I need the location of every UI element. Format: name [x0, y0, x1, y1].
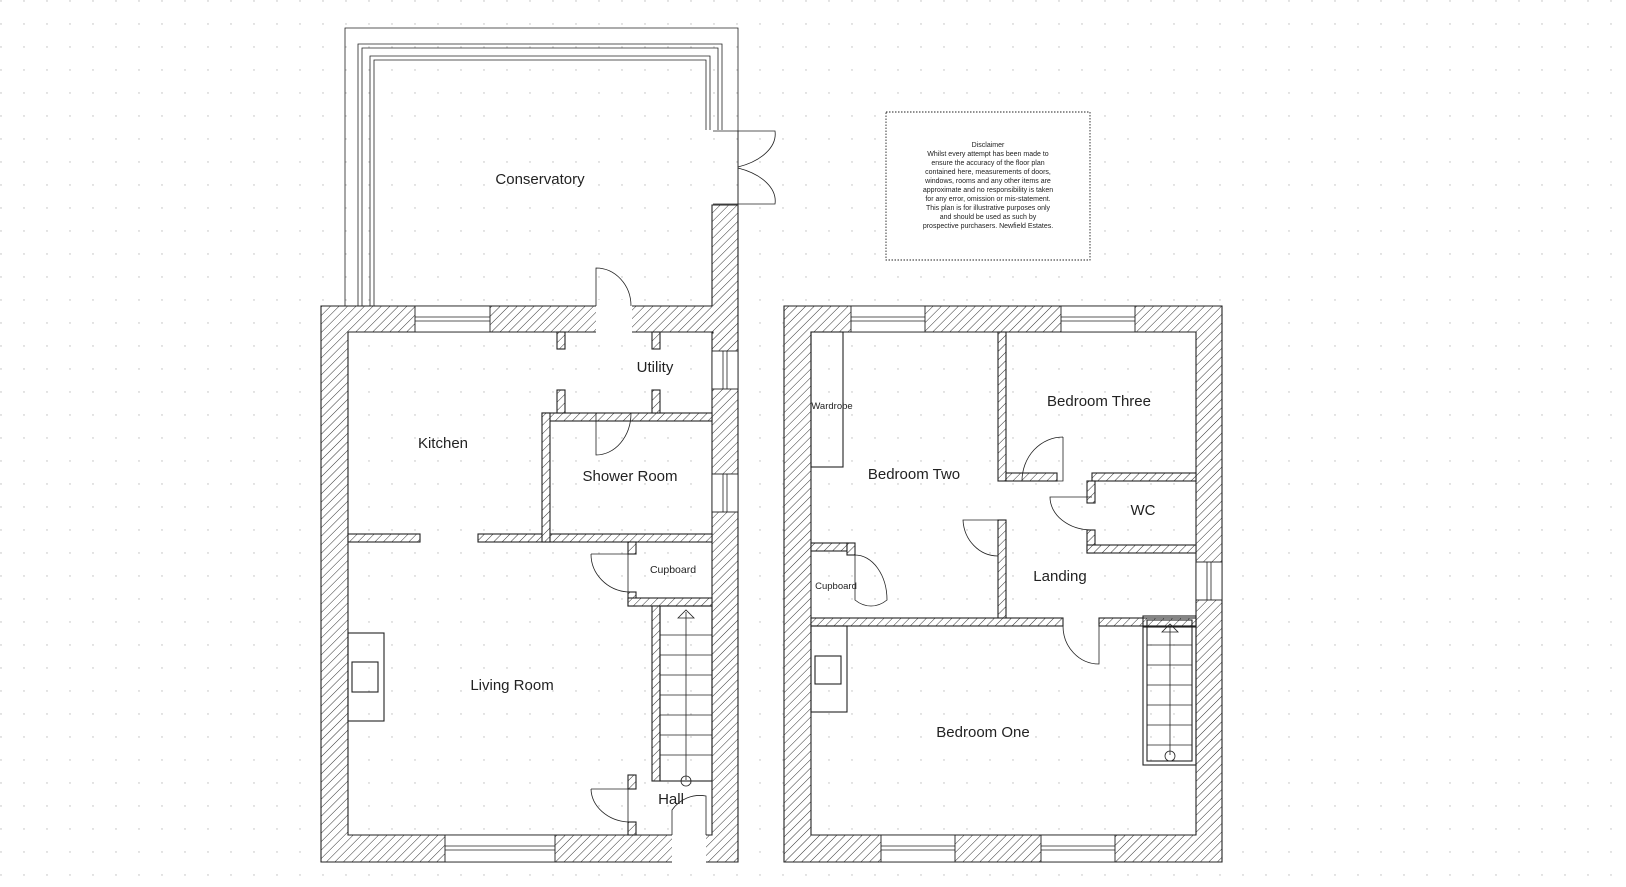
disclaimer-line: for any error, omission or mis-statement… — [925, 196, 1050, 203]
staircase-first — [1142, 615, 1197, 766]
disclaimer-line: Whilst every attempt has been made to — [927, 151, 1048, 158]
first-doors — [854, 436, 1100, 665]
disclaimer-line: This plan is for illustrative purposes o… — [926, 205, 1051, 212]
wardrobe-label: Wardrobe — [811, 401, 852, 412]
conservatory-doors — [713, 130, 776, 205]
disclaimer-line: and should be used as such by — [940, 214, 1037, 221]
utility-label: Utility — [637, 359, 674, 376]
bedroom-two-label: Bedroom Two — [868, 466, 960, 483]
wc-label: WC — [1131, 502, 1156, 519]
conservatory-frame — [344, 27, 739, 306]
wardrobe: Wardrobe — [810, 331, 853, 468]
ground-floor: Conservatory Utility Kitchen Shower Room… — [320, 27, 776, 866]
disclaimer-title: Disclaimer — [972, 142, 1005, 149]
disclaimer-line: approximate and no responsibility is tak… — [923, 187, 1053, 194]
hall-label: Hall — [658, 791, 684, 808]
first-floor: Wardrobe — [783, 305, 1223, 863]
ground-doors — [590, 267, 707, 866]
disclaimer-line: ensure the accuracy of the floor plan — [931, 160, 1044, 167]
landing-label: Landing — [1033, 568, 1086, 585]
conservatory-label: Conservatory — [495, 171, 585, 188]
living-room-label: Living Room — [470, 677, 553, 694]
bedroom-one-label: Bedroom One — [936, 724, 1029, 741]
cupboard-label-first: Cupboard — [815, 581, 857, 592]
chimney-breast — [810, 625, 848, 713]
disclaimer-line: contained here, measurements of doors, — [925, 169, 1051, 176]
kitchen-label: Kitchen — [418, 435, 468, 452]
shower-room-label: Shower Room — [582, 468, 677, 485]
disclaimer-box: Disclaimer Whilst every attempt has been… — [885, 111, 1091, 261]
disclaimer-line: prospective purchasers. Newfield Estates… — [923, 223, 1053, 230]
ground-interior-walls — [347, 331, 714, 836]
disclaimer-line: windows, rooms and any other items are — [924, 178, 1051, 185]
bedroom-three-label: Bedroom Three — [1047, 393, 1151, 410]
staircase-ground — [659, 605, 713, 787]
fireplace — [347, 632, 385, 722]
first-windows — [850, 305, 1223, 863]
cupboard-label-ground: Cupboard — [650, 564, 696, 576]
ground-windows — [414, 305, 739, 863]
